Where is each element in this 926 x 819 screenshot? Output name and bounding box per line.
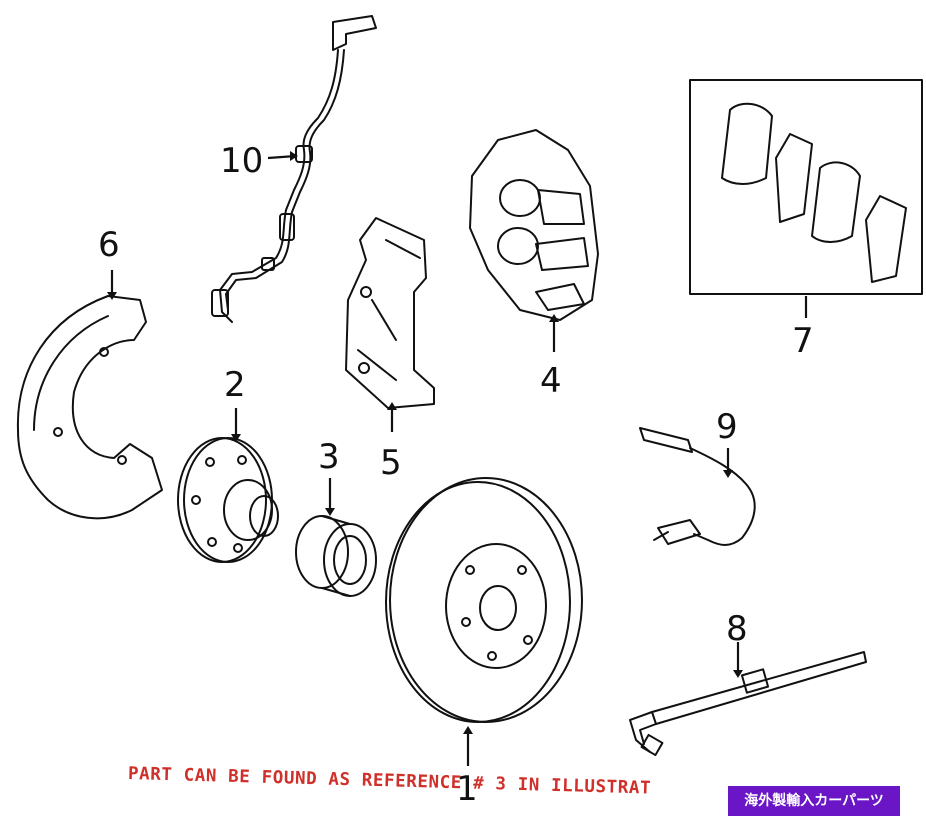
callout-labels: 10 6 2 3 5 4 7 9 8 1 [98, 141, 814, 809]
callout-4: 4 [540, 361, 562, 401]
callout-7: 7 [792, 321, 814, 361]
callout-9: 9 [716, 407, 738, 447]
caliper-bracket [345, 217, 435, 409]
brake-pads-box [689, 79, 923, 295]
brake-line [629, 651, 867, 757]
callout-1: 1 [456, 769, 478, 809]
brake-rotor [385, 477, 583, 723]
arrow-10-head [290, 151, 298, 161]
callout-2: 2 [224, 365, 246, 405]
splash-shield [16, 295, 163, 520]
wheel-hub [177, 437, 279, 563]
arrow-1-head [463, 726, 473, 734]
arrow-8-head [733, 670, 743, 678]
arrow-3-head [325, 508, 335, 516]
arrow-2-head [231, 434, 241, 442]
wheel-bearing [295, 515, 377, 597]
brake-caliper [469, 129, 599, 321]
callout-8: 8 [726, 609, 748, 649]
callout-3: 3 [318, 437, 340, 477]
arrow-5-head [387, 402, 397, 410]
arrow-4-head [549, 314, 559, 322]
abs-sensor-cable [211, 15, 377, 323]
arrow-9-head [723, 470, 733, 478]
callout-5: 5 [380, 443, 402, 483]
callout-6: 6 [98, 225, 120, 265]
import-parts-badge: 海外製輸入カーパーツ [728, 786, 900, 816]
callout-arrows [107, 151, 808, 766]
arrow-6-head [107, 292, 117, 300]
pad-wear-sensor [639, 427, 756, 546]
callout-10: 10 [220, 141, 263, 181]
